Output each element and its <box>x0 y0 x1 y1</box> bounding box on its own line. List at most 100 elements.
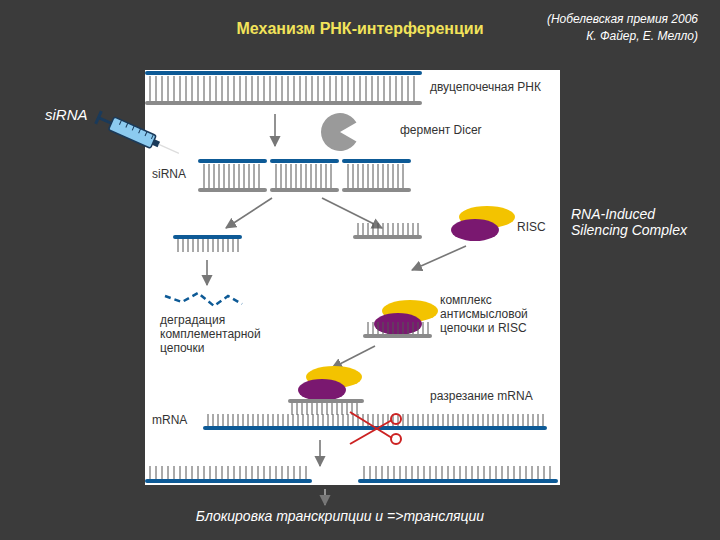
base-tick <box>413 223 414 236</box>
base-tick <box>297 402 298 415</box>
base-tick <box>388 322 389 334</box>
base-tick <box>543 414 544 427</box>
base-tick <box>228 414 229 427</box>
syringe-scale <box>119 120 121 125</box>
scissors-blade <box>350 412 392 438</box>
base-tick <box>186 76 187 101</box>
base-ticks <box>276 164 331 188</box>
base-tick <box>318 414 319 427</box>
base-tick <box>281 164 282 188</box>
base-tick <box>378 322 379 334</box>
base-tick <box>327 402 328 415</box>
base-tick <box>198 466 199 479</box>
base-tick <box>488 414 489 427</box>
rna-strand <box>272 159 337 163</box>
base-tick <box>258 466 259 479</box>
base-tick <box>406 466 407 479</box>
syringe-scale <box>151 134 153 139</box>
note: (Нобелевская премия 2006 <box>547 13 698 27</box>
base-tick <box>533 414 534 427</box>
base-tick <box>276 466 277 479</box>
base-tick <box>430 466 431 479</box>
base-ticks <box>368 322 428 334</box>
base-tick <box>216 76 217 101</box>
base-tick <box>273 414 274 427</box>
part-label: двуцепочечная РНК <box>430 81 541 95</box>
base-tick <box>443 414 444 427</box>
base-tick <box>186 466 187 479</box>
base-ticks <box>292 402 357 415</box>
base-tick <box>463 414 464 427</box>
base-tick <box>442 466 443 479</box>
base-tick <box>244 164 245 188</box>
base-tick <box>382 466 383 479</box>
base-tick <box>526 466 527 479</box>
base-ticks <box>150 76 414 101</box>
base-tick <box>460 466 461 479</box>
base-tick <box>378 414 379 427</box>
base-tick <box>388 223 389 236</box>
base-tick <box>388 414 389 427</box>
base-tick <box>357 402 358 415</box>
base-tick <box>473 414 474 427</box>
base-tick <box>324 76 325 101</box>
base-tick <box>219 164 220 188</box>
base-tick <box>508 466 509 479</box>
base-tick <box>322 402 323 415</box>
base-tick <box>398 322 399 334</box>
part-label: деградация комплементарной цепочки <box>160 314 278 355</box>
note: К. Файер, Е. Мелло) <box>586 30 698 44</box>
base-tick <box>317 402 318 415</box>
risc-purple <box>374 313 422 335</box>
base-tick <box>458 414 459 427</box>
rna-strand <box>344 159 409 163</box>
base-tick <box>252 76 253 101</box>
base-tick <box>368 164 369 188</box>
base-tick <box>298 414 299 427</box>
base-ticks <box>364 466 550 479</box>
base-tick <box>418 466 419 479</box>
base-tick <box>373 322 374 334</box>
rna-strand <box>147 479 310 483</box>
base-tick <box>156 466 157 479</box>
rna-strand <box>290 399 362 403</box>
base-tick <box>288 414 289 427</box>
base-tick <box>358 223 359 236</box>
rna-strand <box>360 479 556 483</box>
base-tick <box>240 466 241 479</box>
base-tick <box>228 238 229 252</box>
base-tick <box>336 76 337 101</box>
base-tick <box>296 164 297 188</box>
base-tick <box>282 76 283 101</box>
base-tick <box>333 414 334 427</box>
base-tick <box>372 76 373 101</box>
base-tick <box>358 164 359 188</box>
base-tick <box>180 76 181 101</box>
part-label: разрезание mRNA <box>430 390 533 404</box>
base-tick <box>342 76 343 101</box>
base-tick <box>393 223 394 236</box>
syringe-scale <box>126 123 128 128</box>
base-tick <box>428 414 429 427</box>
base-tick <box>192 76 193 101</box>
base-tick <box>502 466 503 479</box>
base-tick <box>216 466 217 479</box>
base-tick <box>233 414 234 427</box>
syringe-scale <box>139 129 141 134</box>
base-tick <box>252 466 253 479</box>
base-tick <box>233 238 234 252</box>
rna-strand <box>175 235 240 239</box>
rna-strand <box>147 71 420 75</box>
syringe-scale <box>132 126 134 131</box>
base-tick <box>302 402 303 415</box>
base-tick <box>424 466 425 479</box>
base-ticks <box>150 466 306 479</box>
degraded-strand <box>165 293 242 306</box>
base-tick <box>493 414 494 427</box>
syringe-grip <box>96 111 102 124</box>
base-tick <box>428 322 429 334</box>
base-tick <box>254 164 255 188</box>
base-tick <box>348 164 349 188</box>
base-tick <box>213 414 214 427</box>
